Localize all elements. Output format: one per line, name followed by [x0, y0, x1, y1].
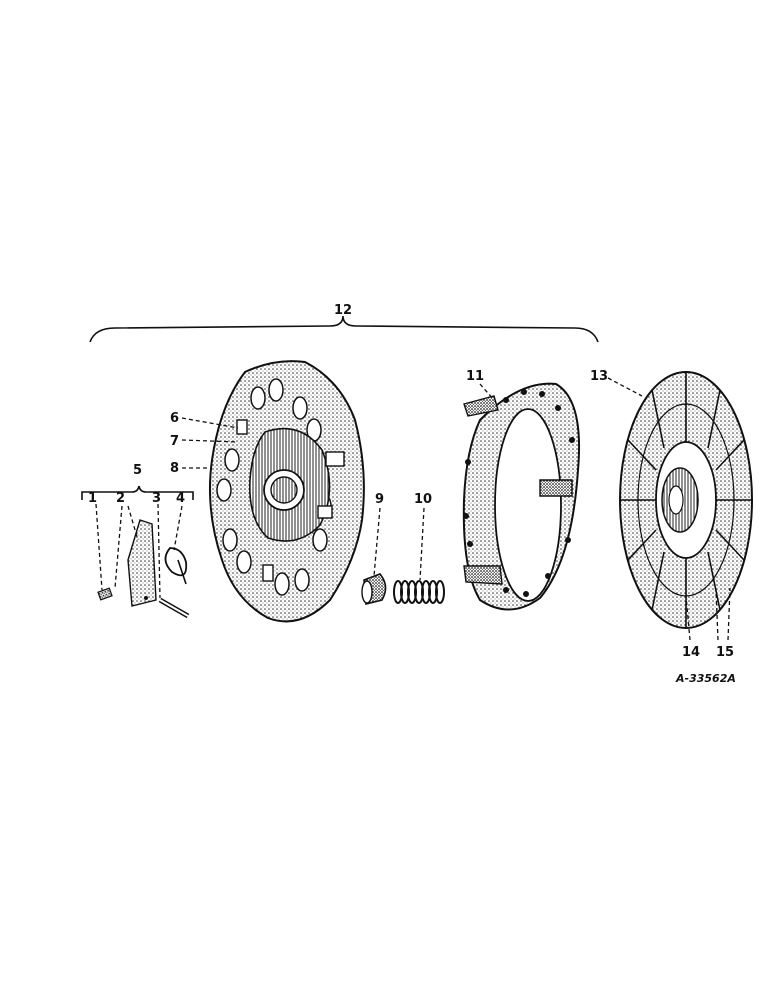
part-3-rod: [158, 597, 190, 619]
part-10-spring: [393, 580, 445, 604]
callout-15: 15: [716, 645, 734, 660]
callout-2: 2: [116, 491, 125, 506]
part-11-back-plate: [462, 382, 581, 611]
part-4-spring-clip: [164, 547, 188, 585]
callout-12: 12: [334, 303, 352, 318]
figure-id: A-33562A: [675, 672, 736, 685]
part-9-bushing: [361, 573, 387, 606]
callout-13: 13: [590, 369, 608, 384]
part-1-pin: [97, 587, 113, 601]
callout-11: 11: [466, 369, 484, 384]
callout-10: 10: [414, 492, 432, 507]
part-2-lever: [127, 519, 157, 607]
callout-4: 4: [176, 491, 185, 506]
callout-6: 6: [170, 411, 179, 426]
callouts: 1 2 3 4 5 6 7 8 9 10 11 12 13 14 15 A-33…: [88, 303, 736, 685]
callout-9: 9: [375, 492, 384, 507]
leader-lines: [95, 377, 731, 641]
callout-5: 5: [133, 463, 142, 478]
callout-7: 7: [170, 434, 179, 449]
callout-8: 8: [170, 461, 179, 476]
brace-12: [89, 315, 599, 343]
brace-5: [81, 485, 194, 500]
callout-14: 14: [682, 645, 700, 660]
part-8-pressure-plate: [208, 360, 365, 623]
part-13-clutch-disc: [619, 371, 753, 629]
callout-3: 3: [152, 491, 161, 506]
callout-1: 1: [88, 491, 97, 506]
